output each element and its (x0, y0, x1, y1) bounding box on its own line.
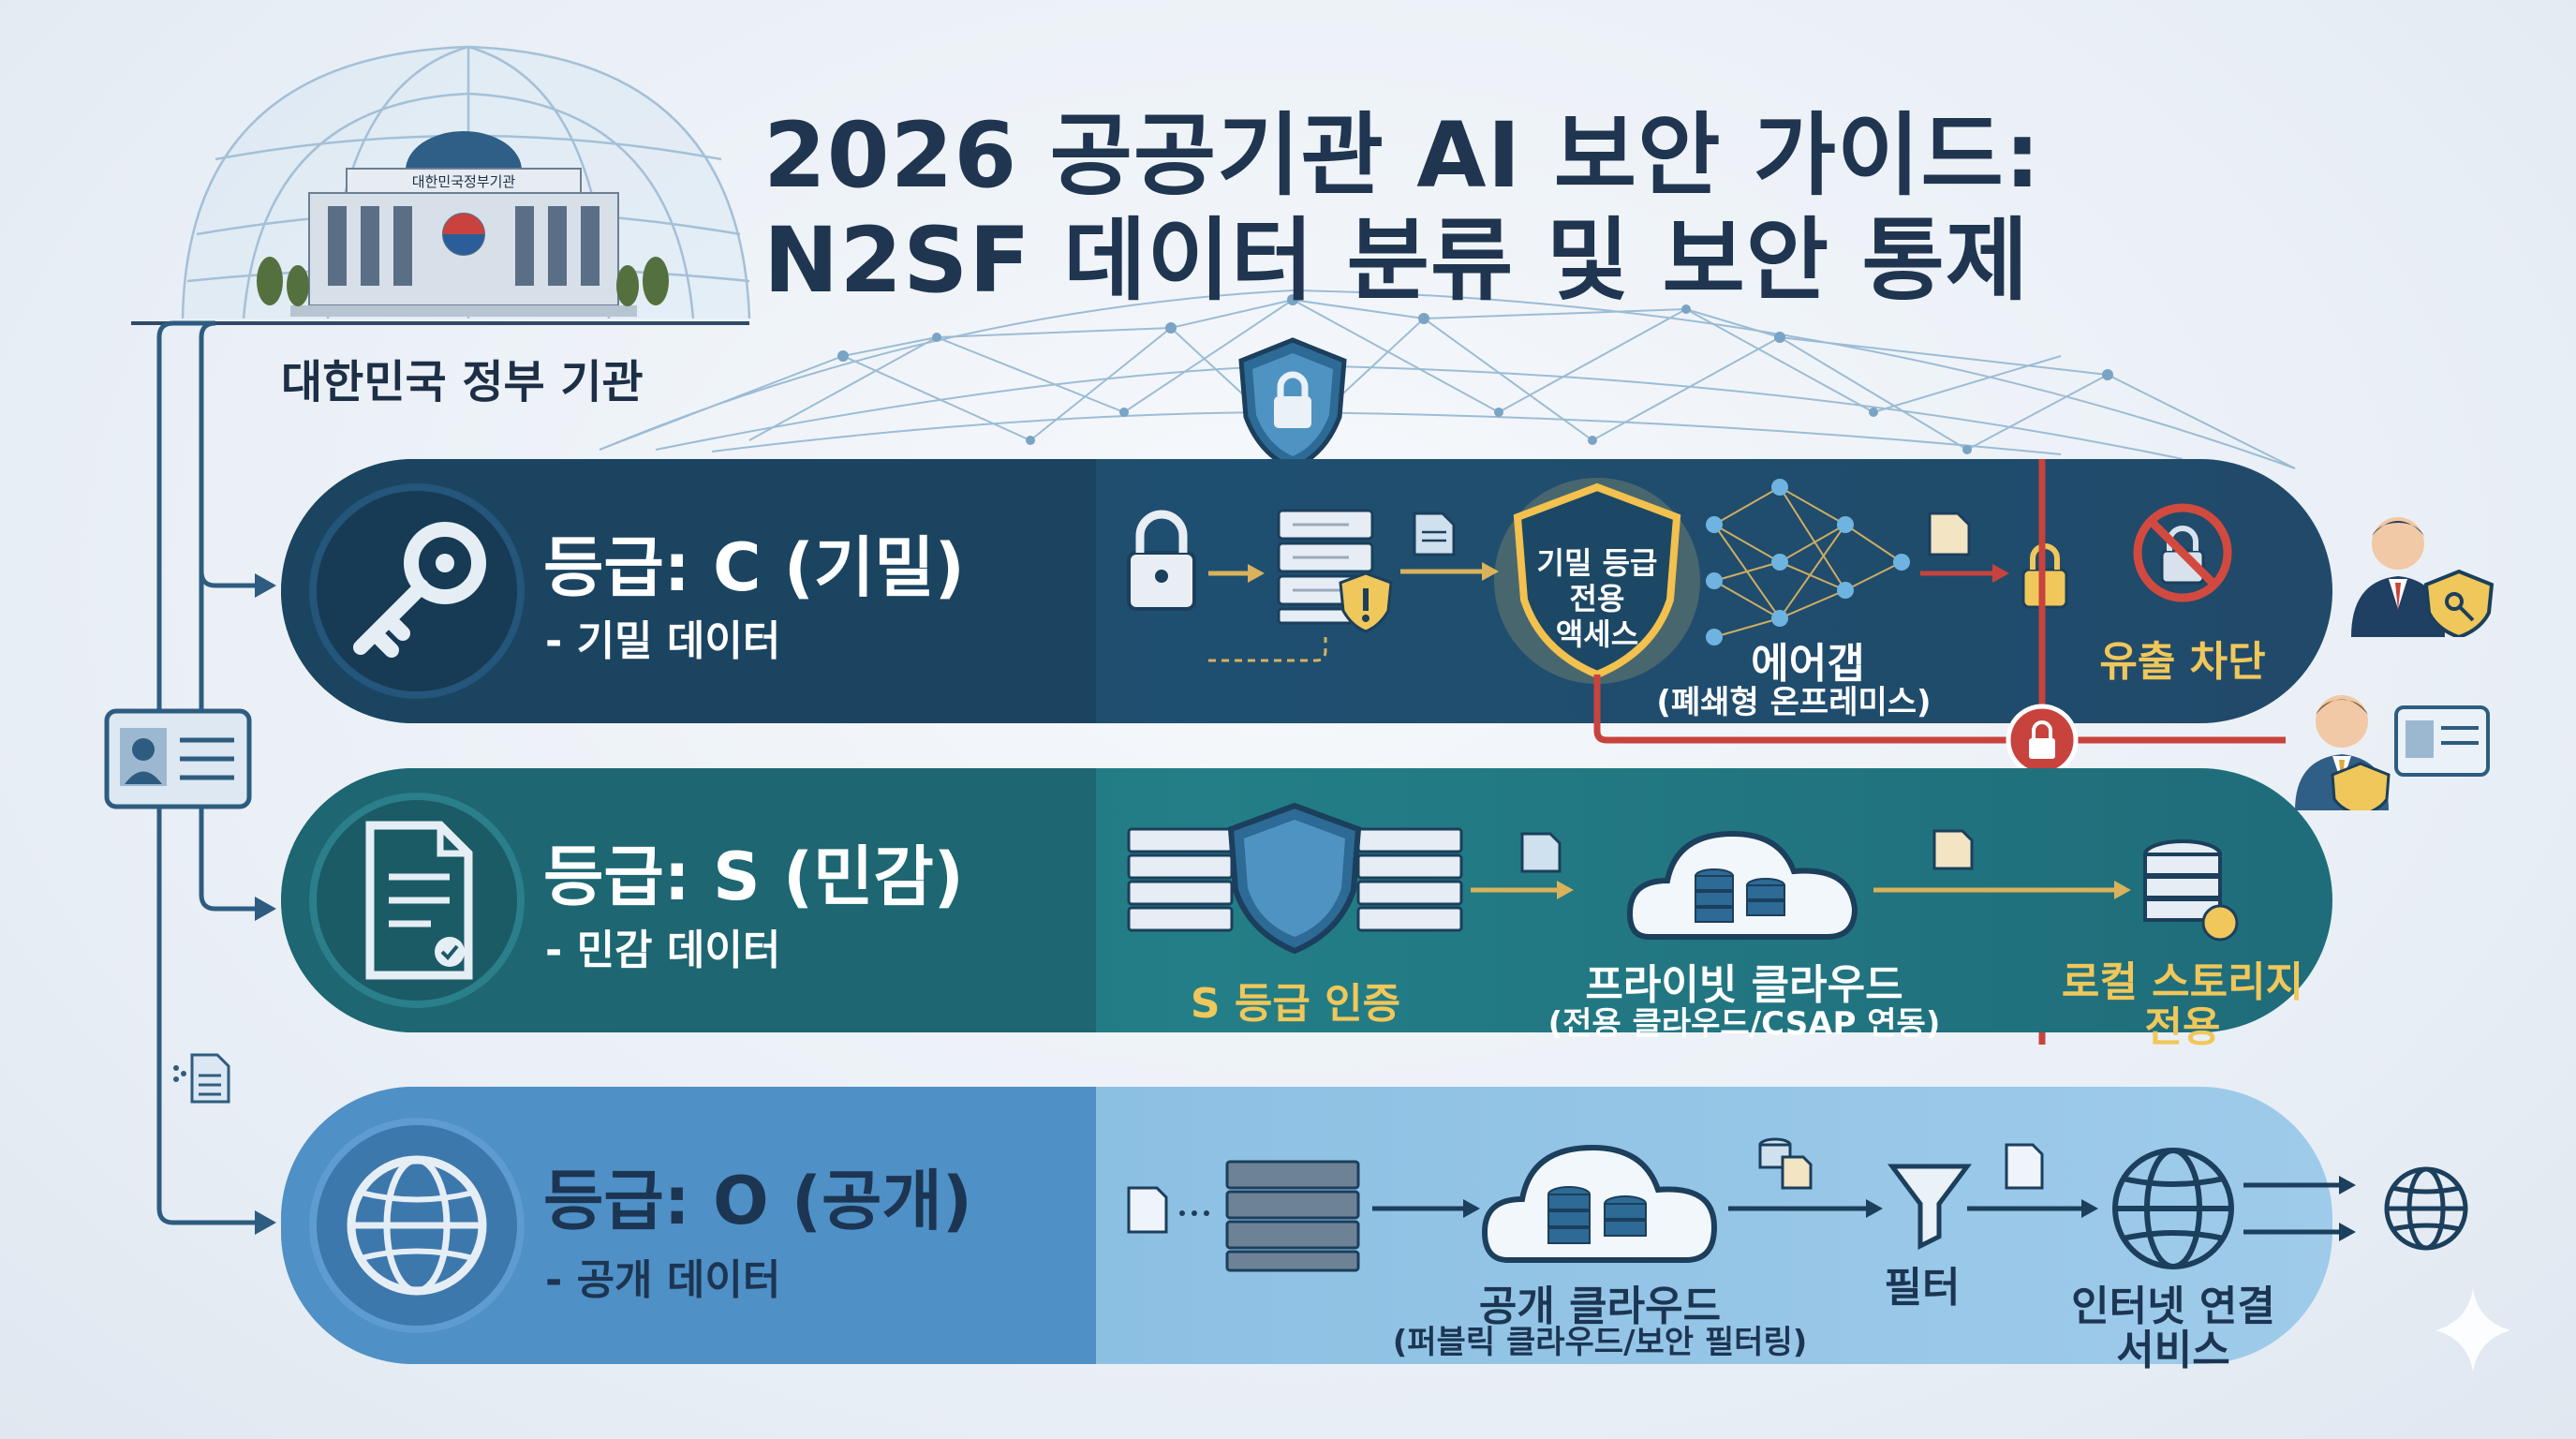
airgap-sub: (폐쇄형 온프레미스) (1656, 684, 1932, 721)
government-building-icon: 대한민국정부기관 (257, 131, 669, 317)
document-check-icon (365, 821, 473, 980)
local-storage-label2: 전용 (2144, 1003, 2221, 1051)
blocked-icon (2133, 503, 2232, 602)
filter-icon (1888, 1164, 1972, 1251)
org-label: 대한민국 정부 기관 (281, 356, 644, 408)
private-cloud-label: 프라이빗 클라우드 (1585, 961, 1903, 1009)
band-c-icon-disc (309, 483, 525, 699)
band-s-icon-disc (309, 793, 525, 1008)
authorized-user-icon (2351, 517, 2495, 637)
s-cert-label: S 등급 인증 (1190, 980, 1401, 1028)
key-icon (353, 522, 486, 658)
document-icon (1413, 512, 1456, 556)
building-sign: 대한민국정부기관 (412, 173, 516, 190)
external-globe-icon (2384, 1166, 2468, 1251)
private-cloud-icon (1626, 830, 1858, 940)
page-title-line2: N2SF 데이터 분류 및 보안 통제 (763, 208, 2030, 313)
airgap-label: 에어갭 (1751, 640, 1865, 688)
neural-network-icon (1713, 486, 1902, 638)
page-title-line1: 2026 공공기관 AI 보안 가이드: (763, 103, 2042, 208)
internet-service-label1: 인터넷 연결 (2071, 1283, 2275, 1330)
band-o-icon-disc (309, 1118, 525, 1333)
id-card-icon (104, 708, 252, 809)
internet-service-label2: 서비스 (2116, 1327, 2230, 1374)
band-c-sub: - 기밀 데이터 (545, 617, 781, 665)
server-rack-icon (1127, 827, 1463, 932)
band-o-grade: 등급: O (공개) (543, 1163, 972, 1239)
access-shield-line1: 기밀 등급 전용 액세스 (1536, 545, 1658, 652)
filter-label: 필터 (1884, 1264, 1961, 1312)
public-cloud-icon (1481, 1144, 1718, 1263)
band-o-sub: - 공개 데이터 (545, 1256, 781, 1304)
padlock-icon (1127, 510, 1196, 611)
band-open: 등급: O (공개) - 공개 데이터 (281, 1087, 2332, 1364)
band-s-grade: 등급: S (민감) (543, 838, 964, 915)
band-c-grade: 등급: C (기밀) (543, 529, 965, 606)
sparkle-icon (2435, 1288, 2510, 1372)
band-confidential: 등급: C (기밀) - 기밀 데이터 (281, 459, 2332, 723)
band-s-sub: - 민감 데이터 (545, 927, 781, 974)
public-cloud-label: 공개 클라우드 (1478, 1283, 1722, 1330)
globe-icon (347, 1155, 487, 1296)
local-storage-label1: 로컬 스토리지 (2061, 958, 2304, 1006)
db-doc-icon (1758, 1137, 1813, 1190)
verified-user-card-icon (2295, 695, 2490, 810)
public-server-icon (1225, 1160, 1360, 1272)
document-small-icon (173, 1053, 230, 1104)
internet-globe-icon (2112, 1148, 2234, 1269)
public-cloud-sub: (퍼블릭 클라우드/보안 필터링) (1392, 1324, 1808, 1361)
private-cloud-sub: (전용 클라우드/CSAP 연동) (1547, 1005, 1941, 1043)
leak-block-label: 유출 차단 (2099, 638, 2266, 686)
